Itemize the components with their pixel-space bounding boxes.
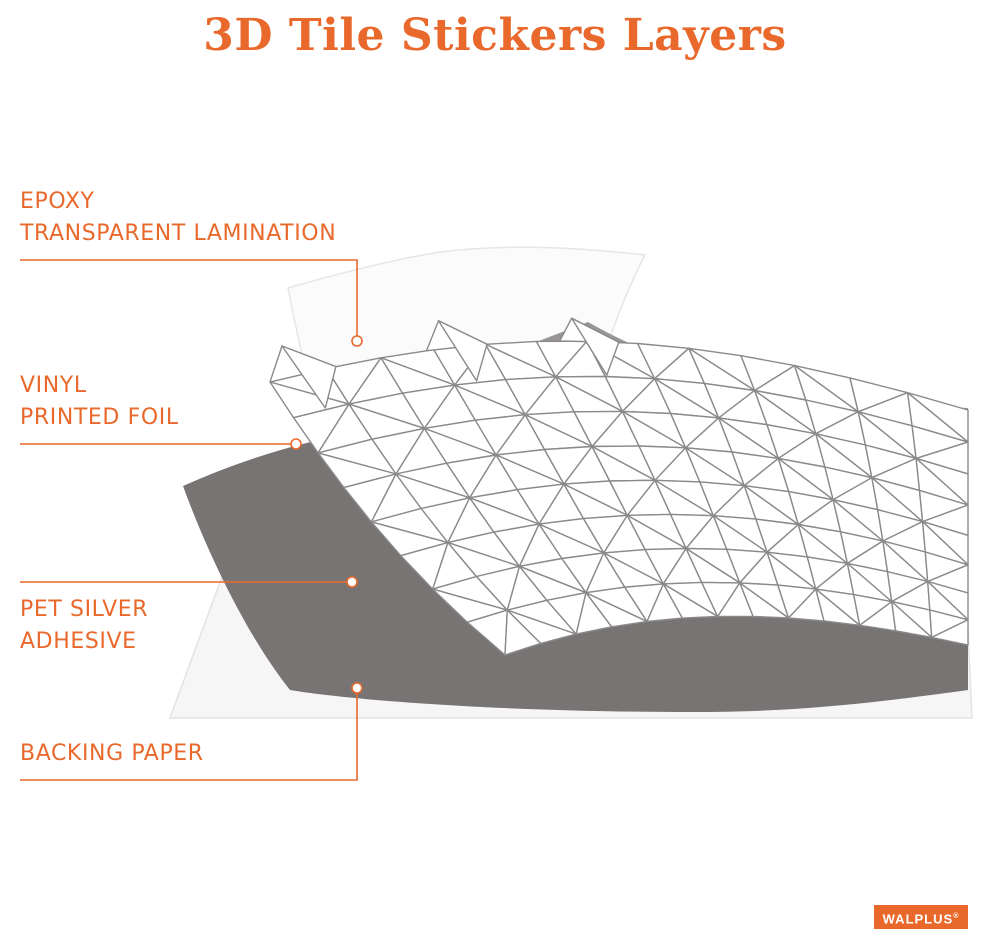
lamination-dot: [351, 335, 363, 347]
label-backing-line-1: BACKING PAPER: [20, 741, 204, 766]
foil-tile: [662, 583, 719, 619]
foil-tile: [739, 582, 790, 619]
backing-dot: [351, 682, 363, 694]
label-adhesive: PET SILVER ADHESIVE: [20, 594, 148, 658]
label-backing: BACKING PAPER: [20, 738, 204, 770]
foil-tile-peak: [281, 345, 337, 409]
label-lamination-line-2: TRANSPARENT LAMINATION: [20, 221, 337, 246]
foil-dot: [290, 438, 302, 450]
foil-tile: [815, 588, 861, 626]
lamination-leader: [20, 259, 358, 341]
foil-tile: [931, 619, 969, 646]
backing-leader: [20, 690, 358, 781]
leader-dots: [290, 335, 363, 694]
leader-lines: [20, 259, 358, 781]
vinyl-foil-layer: [269, 317, 969, 656]
label-foil-line-1: VINYL: [20, 373, 87, 398]
foil-tile-peak: [437, 320, 488, 382]
foil-tile: [891, 600, 933, 639]
label-foil: VINYL PRINTED FOIL: [20, 370, 179, 434]
label-lamination: EPOXY TRANSPARENT LAMINATION: [20, 186, 336, 250]
label-adhesive-line-2: ADHESIVE: [20, 629, 137, 654]
label-adhesive-line-1: PET SILVER: [20, 597, 149, 622]
brand-name: WALPLUS: [882, 911, 954, 927]
label-lamination-line-1: EPOXY: [20, 189, 95, 214]
brand-mark: ®: [953, 913, 960, 920]
foil-tile-peak: [571, 317, 620, 376]
brand-logo: WALPLUS®: [874, 905, 968, 929]
foil-tile: [506, 609, 577, 645]
page-title: 3D Tile Stickers Layers: [203, 10, 787, 61]
adhesive-dot: [346, 576, 358, 588]
foil-tile: [585, 592, 648, 628]
label-foil-line-2: PRINTED FOIL: [20, 405, 179, 430]
